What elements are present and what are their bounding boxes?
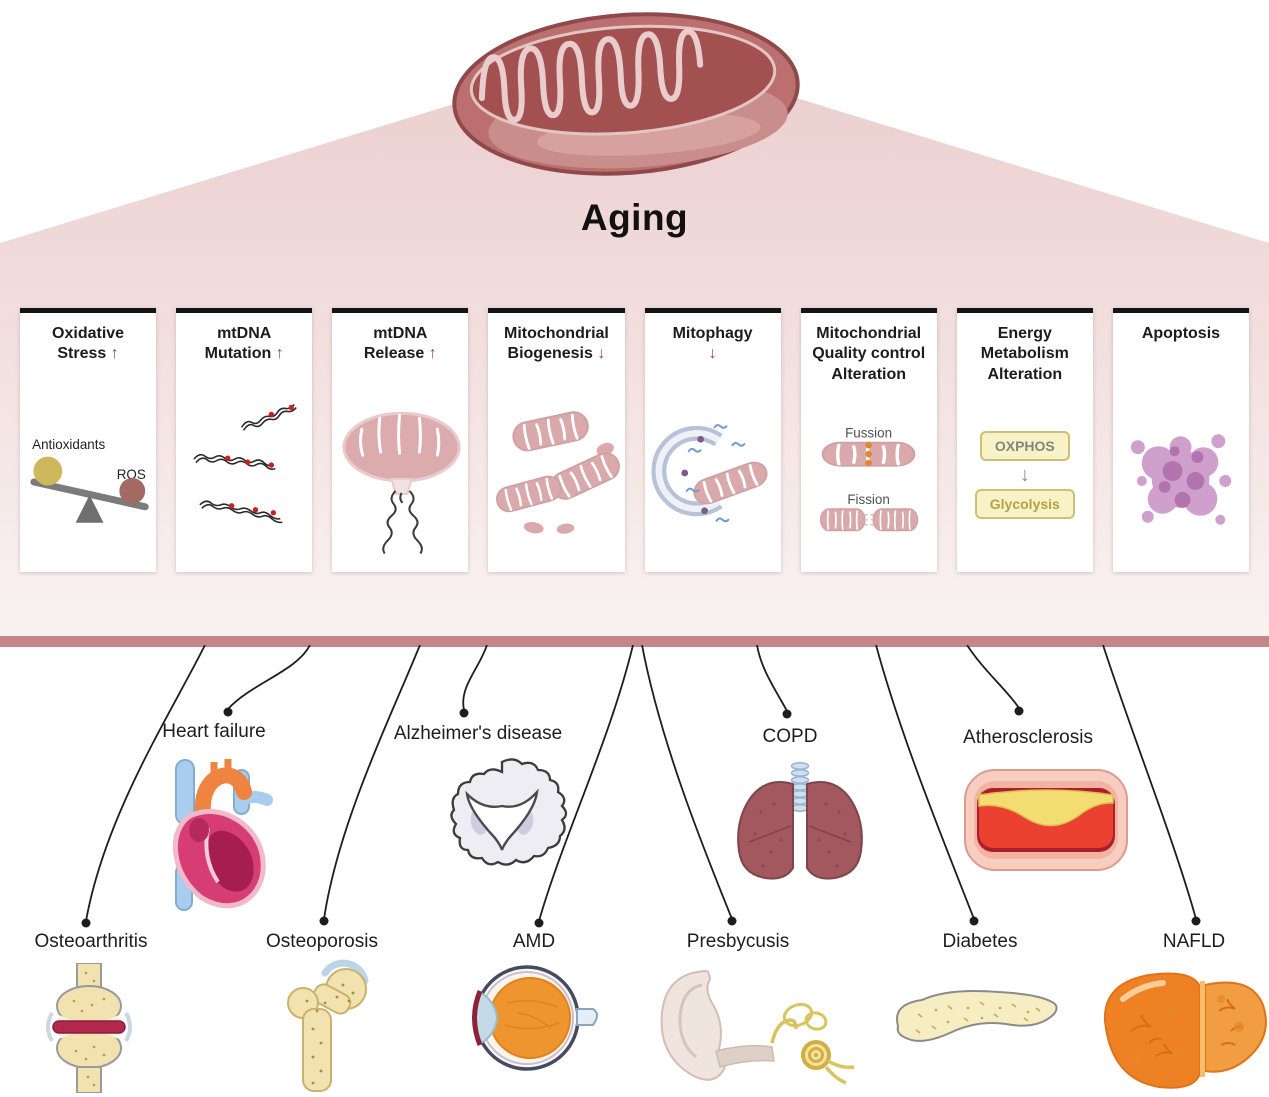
pancreas-icon [896,990,1058,1042]
knee-joint-icon [46,963,132,1093]
eye-icon [472,965,598,1071]
arrow-up-icon: ↑ [275,345,284,363]
panel-title-line: Stress [57,345,107,363]
disease-label-presbycusis: Presbycusis [686,931,790,952]
aging-title: Aging [580,197,689,238]
autophagosome-icon [651,424,772,523]
panel-title-line: Mitochondrial [503,325,609,342]
oxphos-to-glycolysis-flow: OXPHOS ↓ Glycolysis [957,431,1093,519]
panel-quality-control: Mitochondrial Quality control Alteration… [800,308,937,572]
apoptotic-cell-icon [1130,434,1232,525]
fulcrum [75,494,104,523]
divider-bar [0,636,1269,647]
panel-title-line: Biogenesis [507,345,593,363]
panel-title-line: Oxidative [52,325,125,342]
disease-label-copd: COPD [762,726,818,747]
mitochondria-group-icon [493,408,625,534]
panel-title-line: Apoptosis [1141,325,1221,342]
artery-icon [964,769,1128,871]
seesaw-balance-icon: Antioxidants ROS [30,437,149,523]
panel-title: Oxidative Stress ↑ [20,324,156,365]
fission-label: Fission [847,492,889,507]
pink-funnel-background [0,96,1269,647]
panel-apoptosis: Apoptosis [1112,308,1249,572]
dna-squiggles [685,424,745,523]
disease-label-atherosclerosis: Atherosclerosis [963,727,1093,748]
disease-label-amd: AMD [512,931,556,952]
fusion-dots [864,441,872,467]
panel-title-line: Alteration [831,365,907,383]
panel-title-line: Metabolism [980,345,1069,363]
lungs-icon [737,762,863,880]
panel-title: mtDNA Release ↑ [332,324,468,365]
panel-title-line: Mitochondrial [816,325,922,342]
panel-title-line: Quality control [812,345,926,363]
cargo-dots [680,435,708,515]
ear-icon [660,969,855,1085]
disease-label-osteoarthritis: Osteoarthritis [34,931,148,952]
disease-label-heart-failure: Heart failure [162,721,266,742]
mitochondrion-icon [452,12,800,176]
oxphos-box: OXPHOS [979,431,1070,461]
panel-title: Energy Metabolism Alteration [957,324,1093,385]
panel-title-line: mtDNA [373,325,428,342]
hallmark-panel-row: Oxidative Stress ↑ Antioxidants ROS mtDN… [20,308,1249,572]
panel-title: Mitophagy ↓ [645,324,781,365]
panel-mtdna-release: mtDNA Release ↑ [332,308,469,572]
disease-label-nafld: NAFLD [1162,931,1226,952]
arrow-down-icon: ↓ [597,345,606,363]
connector-dots [81,706,1201,928]
panel-title: Mitochondrial Biogenesis ↓ [488,324,624,365]
panel-title-line: mtDNA [217,325,272,342]
antioxidants-label: Antioxidants [32,437,105,452]
panel-mitophagy: Mitophagy ↓ [644,308,781,572]
arrow-down-icon: ↓ [708,345,717,363]
panel-energy-metabolism: Energy Metabolism Alteration OXPHOS ↓ Gl… [956,308,1093,572]
mutated-dna-strands-icon [193,403,297,524]
disease-label-alzheimers: Alzheimer's disease [393,723,563,744]
arrow-up-icon: ↑ [428,345,437,363]
glycolysis-box: Glycolysis [974,489,1075,519]
disease-label-osteoporosis: Osteoporosis [266,931,378,952]
panel-title-line: Mutation [204,345,272,363]
panel-title-line: Mitophagy [672,325,753,342]
panel-title-line: Release [363,345,425,363]
fussion-label: Fussion [845,425,892,440]
liver-icon [1103,972,1267,1089]
panel-title: mtDNA Mutation ↑ [176,324,312,365]
panel-title: Apoptosis [1113,324,1249,344]
arrow-up-icon: ↑ [110,345,119,363]
ros-ball [119,478,146,504]
panel-mtdna-mutation: mtDNA Mutation ↑ [176,308,313,572]
fusion-fission-icon: Fussion Fission [819,425,919,532]
optic-nerve [576,1008,598,1026]
mtdna-release-icon [342,411,461,555]
down-arrow-icon: ↓ [1019,464,1030,486]
plaque [978,789,1114,827]
panel-mitochondrial-biogenesis: Mitochondrial Biogenesis ↓ [488,308,625,572]
mutation-dots [225,404,295,516]
connector-lines [81,645,1201,928]
panel-title: Mitochondrial Quality control Alteration [801,324,937,385]
antioxidants-ball [33,456,63,486]
panel-oxidative-stress: Oxidative Stress ↑ Antioxidants ROS [20,308,157,572]
panel-title-line: Alteration [987,365,1063,383]
disease-label-diabetes: Diabetes [942,931,1018,952]
brain-icon [450,758,568,866]
ros-label: ROS [117,467,146,482]
heart-icon [172,759,273,911]
femur-bone-icon [287,959,369,1092]
panel-title-line: Energy [997,325,1052,342]
